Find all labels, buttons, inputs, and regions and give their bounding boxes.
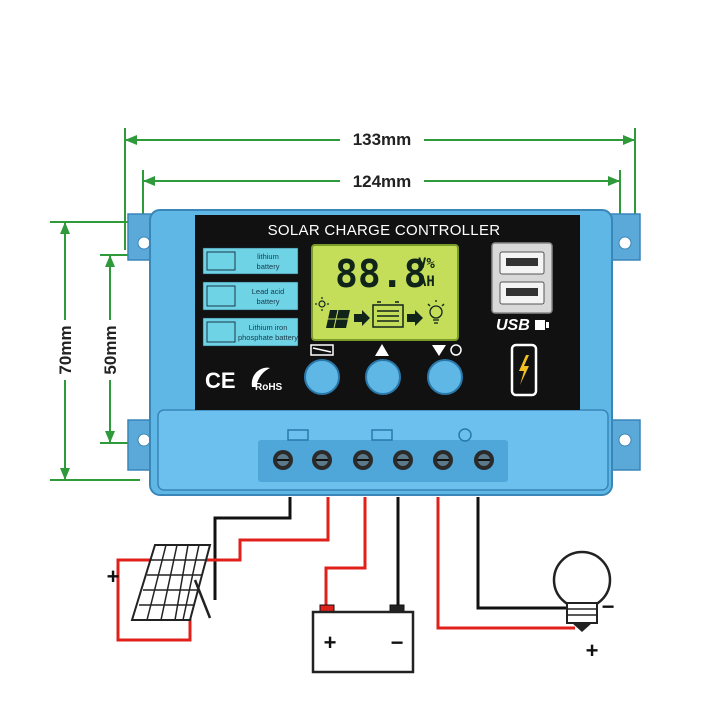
battery-symbol-icon [371, 429, 393, 441]
panel-title: SOLAR CHARGE CONTROLLER [268, 222, 501, 239]
lamp-negative-wire [476, 497, 575, 610]
solar-positive-wire [116, 497, 330, 642]
menu-icon-slash [312, 347, 332, 353]
ce-mark: CE [205, 368, 236, 393]
mount-hole-icon [618, 433, 632, 447]
lamp-symbol-icon [458, 428, 472, 442]
outer-width-label: 133mm [353, 130, 412, 149]
battery-positive-wire [324, 497, 367, 608]
battery-icon [311, 604, 415, 674]
usb-plug-tip [546, 322, 549, 328]
battery-type-label: Lithium iron [249, 323, 288, 332]
mount-hole-icon [618, 236, 632, 250]
battery-type-list: lithium battery Lead acid battery Lithiu… [202, 247, 298, 347]
battery-type-label: battery [257, 297, 280, 306]
solar-panel-icon [326, 309, 350, 329]
arrow-left-icon [143, 176, 155, 186]
button-icons [310, 344, 462, 356]
terminal-strip [258, 440, 508, 482]
lamp-minus-label: − [602, 594, 615, 619]
battery-minus-label: − [391, 630, 404, 655]
outer-width-label-bg [340, 128, 424, 150]
arrow-down-icon [105, 431, 115, 443]
lightbulb-icon [552, 550, 612, 632]
up-button[interactable] [365, 359, 401, 395]
usb-port-1-tongue [506, 258, 538, 266]
battery-icon [206, 321, 236, 343]
arrow-right-icon [407, 310, 423, 326]
terminal-screw[interactable] [433, 450, 453, 470]
arrow-left-icon [125, 135, 137, 145]
terminal-screw[interactable] [474, 450, 494, 470]
battery-charge-icon [372, 301, 404, 328]
rohs-mark: RoHS [255, 382, 283, 393]
terminal-screw[interactable] [273, 450, 293, 470]
usb-label: USB [496, 317, 530, 334]
lcd-unit-top: V% [418, 256, 435, 272]
solar-panel-icon [130, 544, 212, 621]
rohs-leaf-icon [251, 367, 270, 387]
down-button[interactable] [427, 359, 463, 395]
arrow-down-icon [60, 468, 70, 480]
mount-hole-icon [137, 236, 151, 250]
battery-type-label: phosphate battery [238, 333, 298, 342]
inner-width-label-bg [340, 169, 424, 191]
inner-height-label-bg [98, 320, 122, 380]
arrow-right-icon [354, 310, 370, 326]
arrow-up-icon [105, 255, 115, 267]
lcd-digits: 88.8 [335, 252, 427, 296]
outer-height-label-bg [53, 320, 77, 380]
terminal-screw[interactable] [393, 450, 413, 470]
up-arrow-icon [375, 344, 389, 356]
usb-plug-icon [535, 320, 545, 330]
bulb-small-icon [450, 344, 462, 356]
solar-panel-symbol-icon [287, 429, 309, 441]
sun-icon [315, 297, 329, 311]
terminal-screw[interactable] [353, 450, 373, 470]
lamp-positive-wire [436, 497, 575, 630]
solar-plus-label: + [107, 564, 120, 589]
menu-icon [310, 344, 334, 356]
battery-type-label: battery [257, 262, 280, 271]
lightbulb-icon [427, 300, 445, 324]
battery-icon [206, 251, 236, 271]
arrow-up-icon [60, 222, 70, 234]
usb-ports: USB [491, 242, 553, 334]
battery-type-label: lithium [257, 252, 279, 261]
down-arrow-icon [432, 345, 446, 356]
solar-negative-wire [213, 497, 292, 600]
usb-port-2-tongue [506, 288, 538, 296]
battery-type-label: Lead acid [252, 287, 285, 296]
terminal-symbols [287, 428, 472, 442]
mount-hole-icon [137, 433, 151, 447]
wires [116, 497, 575, 642]
lcd-unit-bottom: AH [418, 274, 435, 290]
phone-icon [510, 343, 538, 397]
inner-height-label: 50mm [101, 325, 120, 374]
terminal-screws [273, 450, 494, 470]
battery-icon [206, 285, 236, 307]
menu-button[interactable] [304, 359, 340, 395]
control-buttons [304, 359, 463, 395]
battery-plus-label: + [324, 630, 337, 655]
lcd-display: 88.8 V% AH [311, 244, 459, 341]
outer-height-label: 70mm [56, 325, 75, 374]
terminal-screw[interactable] [312, 450, 332, 470]
lamp-plus-label: + [586, 638, 599, 663]
arrow-right-icon [623, 135, 635, 145]
inner-width-label: 124mm [353, 172, 412, 191]
arrow-right-icon [608, 176, 620, 186]
